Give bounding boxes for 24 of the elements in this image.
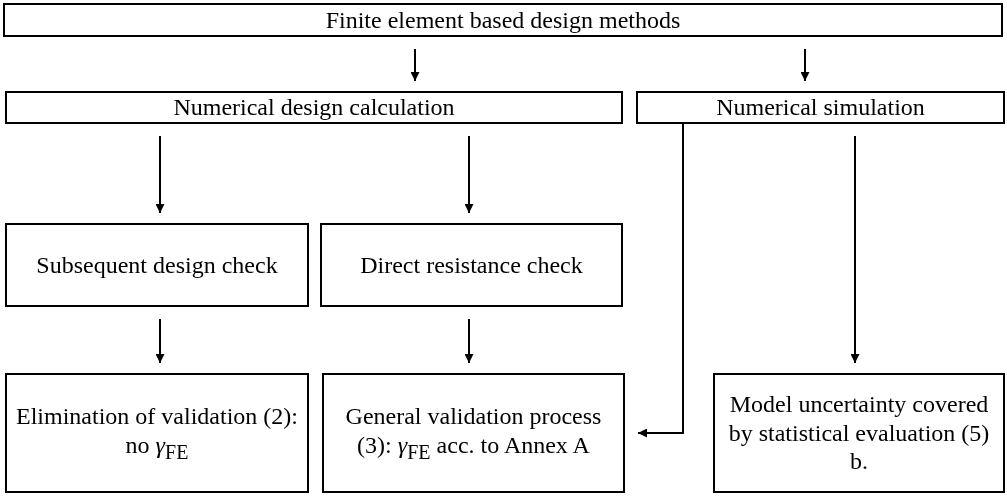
process-box — [5, 223, 309, 307]
process-box — [636, 91, 1005, 124]
arrow — [637, 123, 684, 438]
box-label: Model uncertainty covered by statistical evaluation (5) b. — [727, 389, 991, 477]
arrow — [464, 135, 474, 214]
arrow — [155, 318, 165, 364]
process-box — [322, 373, 625, 493]
box-label: Direct resistance check — [359, 250, 584, 280]
process-box — [5, 373, 309, 493]
box-label: Numerical simulation — [715, 93, 926, 122]
arrow — [464, 318, 474, 364]
box-label: Finite element based design methods — [324, 5, 682, 35]
box-label: Subsequent design check — [35, 250, 279, 280]
arrow — [800, 48, 810, 82]
box-label: Numerical design calculation — [172, 93, 456, 122]
arrow — [850, 135, 860, 364]
process-box — [5, 91, 623, 124]
process-box — [320, 223, 623, 307]
process-box — [713, 373, 1005, 493]
arrow — [155, 135, 165, 214]
process-box — [3, 3, 1003, 37]
box-label: General validation process (3): γ$_{FE}$ acc. to Annex A — [344, 402, 603, 464]
arrow — [410, 48, 420, 82]
box-label: Elimination of validation (2): no γ$_{FE}$ — [15, 402, 299, 464]
